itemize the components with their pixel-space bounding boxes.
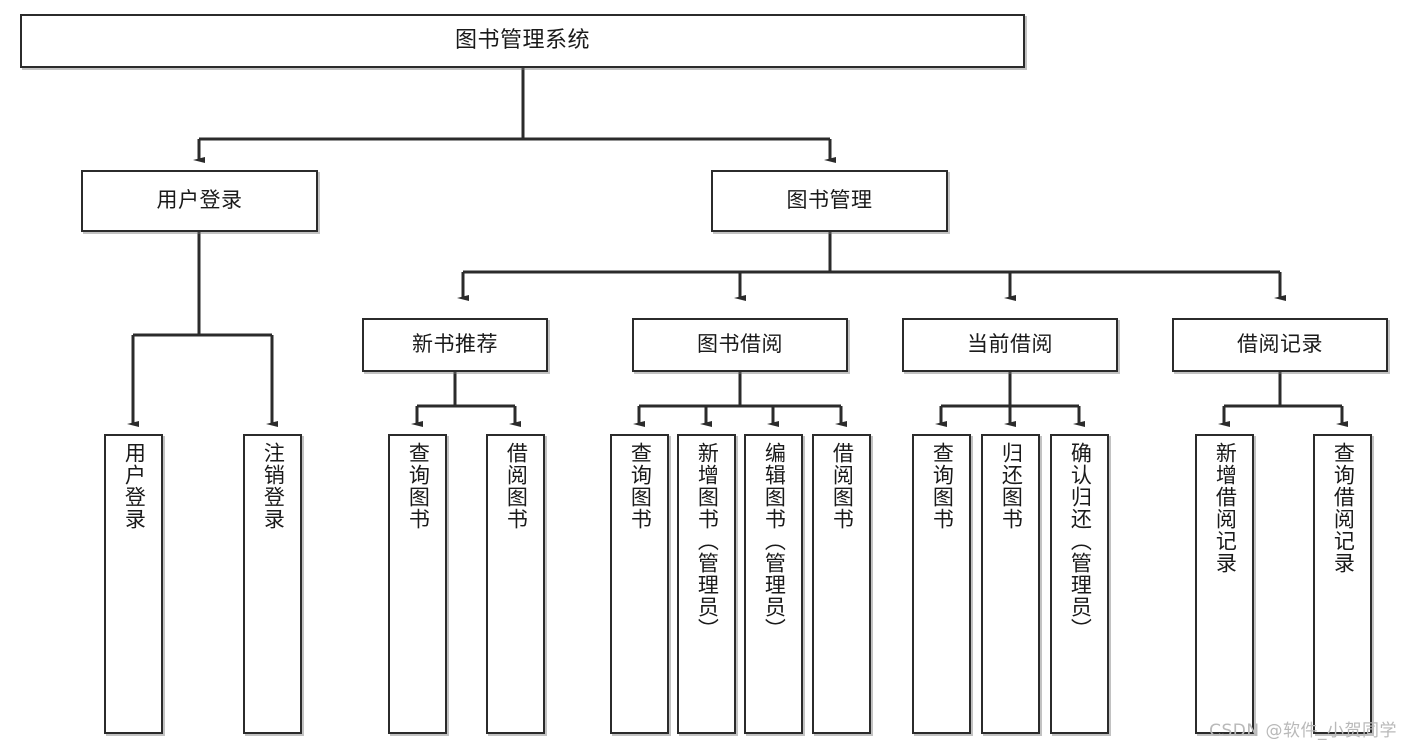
leaf-query-book-borrow[interactable]: 查询图书 (610, 434, 669, 734)
leaf-user-login[interactable]: 用户登录 (104, 434, 163, 734)
node-label: 新增借阅记录 (1213, 442, 1238, 574)
node-label: 新增图书（管理员） (695, 442, 720, 640)
node-label: 归还图书 (999, 442, 1024, 530)
leaf-logout[interactable]: 注销登录 (243, 434, 302, 734)
node-label: 图书管理 (786, 188, 873, 213)
node-label: 借阅图书 (504, 442, 529, 530)
leaf-query-book-current[interactable]: 查询图书 (912, 434, 971, 734)
node-label: 借阅记录 (1237, 332, 1323, 357)
node-new-book-recommendation[interactable]: 新书推荐 (362, 318, 548, 372)
node-label: 注销登录 (261, 442, 286, 530)
node-label: 用户登录 (122, 442, 147, 530)
node-label: 查询图书 (406, 442, 431, 530)
node-label: 新书推荐 (412, 332, 498, 357)
node-label: 查询图书 (628, 442, 653, 530)
node-current-borrow[interactable]: 当前借阅 (902, 318, 1118, 372)
node-label: 图书借阅 (697, 332, 783, 357)
leaf-borrow-book[interactable]: 借阅图书 (812, 434, 871, 734)
node-label: 借阅图书 (830, 442, 855, 530)
leaf-add-borrow-record[interactable]: 新增借阅记录 (1195, 434, 1254, 734)
node-user-login[interactable]: 用户登录 (81, 170, 318, 232)
leaf-add-book-admin[interactable]: 新增图书（管理员） (677, 434, 736, 734)
node-book-management[interactable]: 图书管理 (711, 170, 948, 232)
node-label: 图书管理系统 (454, 27, 590, 53)
node-label: 编辑图书（管理员） (762, 442, 787, 640)
node-label: 用户登录 (156, 188, 243, 213)
leaf-query-borrow-record[interactable]: 查询借阅记录 (1313, 434, 1372, 734)
node-root-book-management-system[interactable]: 图书管理系统 (20, 14, 1025, 68)
node-label: 查询图书 (930, 442, 955, 530)
node-book-borrow[interactable]: 图书借阅 (632, 318, 848, 372)
leaf-edit-book-admin[interactable]: 编辑图书（管理员） (744, 434, 803, 734)
leaf-confirm-return-admin[interactable]: 确认归还（管理员） (1050, 434, 1109, 734)
csdn-watermark: CSDN @软件_小贺同学 (1209, 721, 1397, 741)
leaf-borrow-book-recommendation[interactable]: 借阅图书 (486, 434, 545, 734)
node-borrow-record[interactable]: 借阅记录 (1172, 318, 1388, 372)
leaf-return-book[interactable]: 归还图书 (981, 434, 1040, 734)
node-label: 查询借阅记录 (1331, 442, 1356, 574)
node-label: 确认归还（管理员） (1068, 442, 1093, 640)
node-label: 当前借阅 (967, 332, 1053, 357)
leaf-query-book-recommendation[interactable]: 查询图书 (388, 434, 447, 734)
